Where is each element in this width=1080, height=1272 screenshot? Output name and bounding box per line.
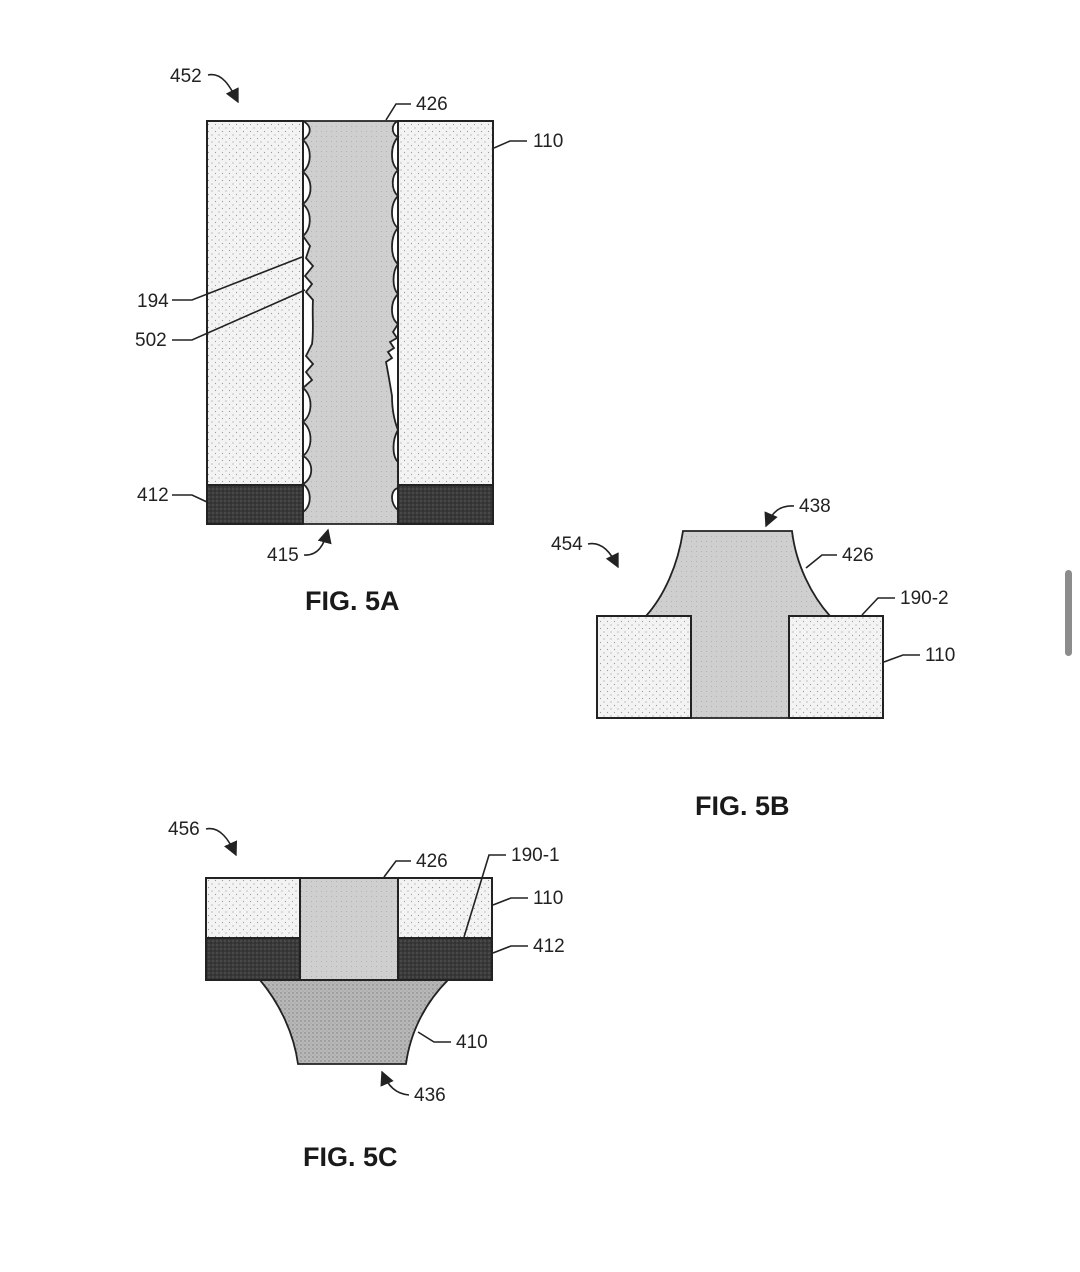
figure-5b: 438 454 426 190-2 110 FIG. 5B [551, 496, 955, 821]
fig5c-ref-190-1: 190-1 [511, 845, 560, 866]
fig5c-ref-456: 456 [168, 819, 200, 840]
fig5a-ref-412: 412 [137, 485, 169, 506]
fig5b-left-dielectric [596, 615, 692, 719]
figure-5c: 456 426 190-1 110 412 410 436 FIG. 5C [168, 819, 565, 1172]
fig5b-ref-438: 438 [799, 496, 831, 517]
fig5a-title: FIG. 5A [305, 586, 400, 616]
fig5c-ref-412: 412 [533, 936, 565, 957]
fig5a-left-dark-layer [206, 484, 304, 525]
fig5c-bottom-pad [258, 979, 451, 1065]
fig5a-ref-194: 194 [137, 291, 169, 312]
fig5a-left-dielectric [206, 120, 304, 486]
fig5c-right-dielectric [397, 877, 493, 939]
fig5a-ref-110: 110 [533, 131, 563, 152]
fig5b-title: FIG. 5B [695, 791, 790, 821]
fig5a-ref-452: 452 [170, 66, 202, 87]
fig5c-ref-436: 436 [414, 1085, 446, 1106]
fig5c-via-fill [299, 877, 399, 981]
fig5a-ref-415: 415 [267, 545, 299, 566]
fig5c-right-dark-layer [397, 937, 493, 981]
fig5c-ref-426: 426 [416, 851, 448, 872]
figure-5a: 452 426 110 194 502 412 415 FIG. 5A [135, 66, 563, 616]
fig5c-left-dielectric [205, 877, 301, 939]
fig5a-ref-502: 502 [135, 330, 167, 351]
fig5c-ref-410: 410 [456, 1032, 488, 1053]
fig5c-ref-110: 110 [533, 888, 563, 909]
fig5b-ref-454: 454 [551, 534, 583, 555]
fig5b-ref-110: 110 [925, 645, 955, 666]
vertical-scrollbar-thumb[interactable] [1065, 570, 1072, 656]
fig5a-via-fill [299, 120, 400, 525]
fig5c-left-dark-layer [205, 937, 301, 981]
fig5b-ref-190-2: 190-2 [900, 588, 949, 609]
fig5a-right-dark-layer [397, 484, 494, 525]
fig5b-right-dielectric [788, 615, 884, 719]
fig5b-ref-426: 426 [842, 545, 874, 566]
fig5a-ref-426: 426 [416, 94, 448, 115]
fig5a-right-dielectric [397, 120, 494, 486]
fig5c-title: FIG. 5C [303, 1142, 398, 1172]
